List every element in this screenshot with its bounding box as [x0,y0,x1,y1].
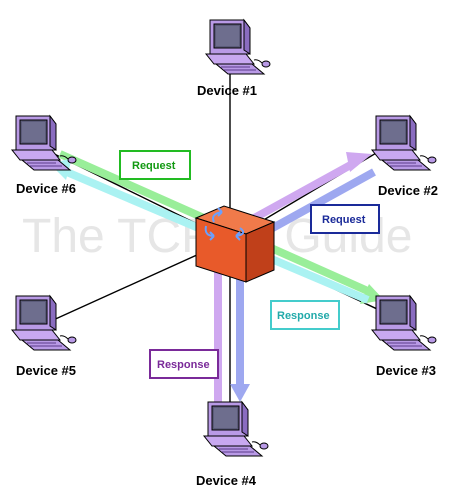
device-label: Device #5 [16,363,76,378]
device-label: Device #4 [196,473,257,488]
computer-icon [203,401,269,457]
computer-icon [205,19,271,75]
device-5: Device #5 [11,295,77,378]
switch-icon [194,205,276,283]
flow-label-text: Request [322,214,366,226]
device-label: Device #6 [16,181,76,196]
flow-label-response-purple: Response [149,349,219,379]
response-arrowhead-device2 [346,152,372,172]
flow-label-response-cyan: Response [270,300,340,330]
flow-label-text: Request [132,160,176,172]
computer-icon [371,295,437,351]
device-1: Device #1 [197,19,271,98]
flow-label-text: Response [157,359,210,371]
device-4: Device #4 [196,401,269,488]
device-6: Device #6 [11,115,77,196]
flow-label-request-green: Request [119,150,191,180]
flow-label-request-blue: Request [310,204,380,234]
computer-icon [371,115,437,171]
device-label: Device #1 [197,83,257,98]
device-label: Device #3 [376,363,436,378]
computer-icon [11,295,77,351]
flow-label-text: Response [277,310,330,322]
device-label: Device #2 [378,183,438,198]
device-3: Device #3 [371,295,437,378]
request-arrowhead-device4 [230,384,250,402]
device-2: Device #2 [371,115,438,198]
